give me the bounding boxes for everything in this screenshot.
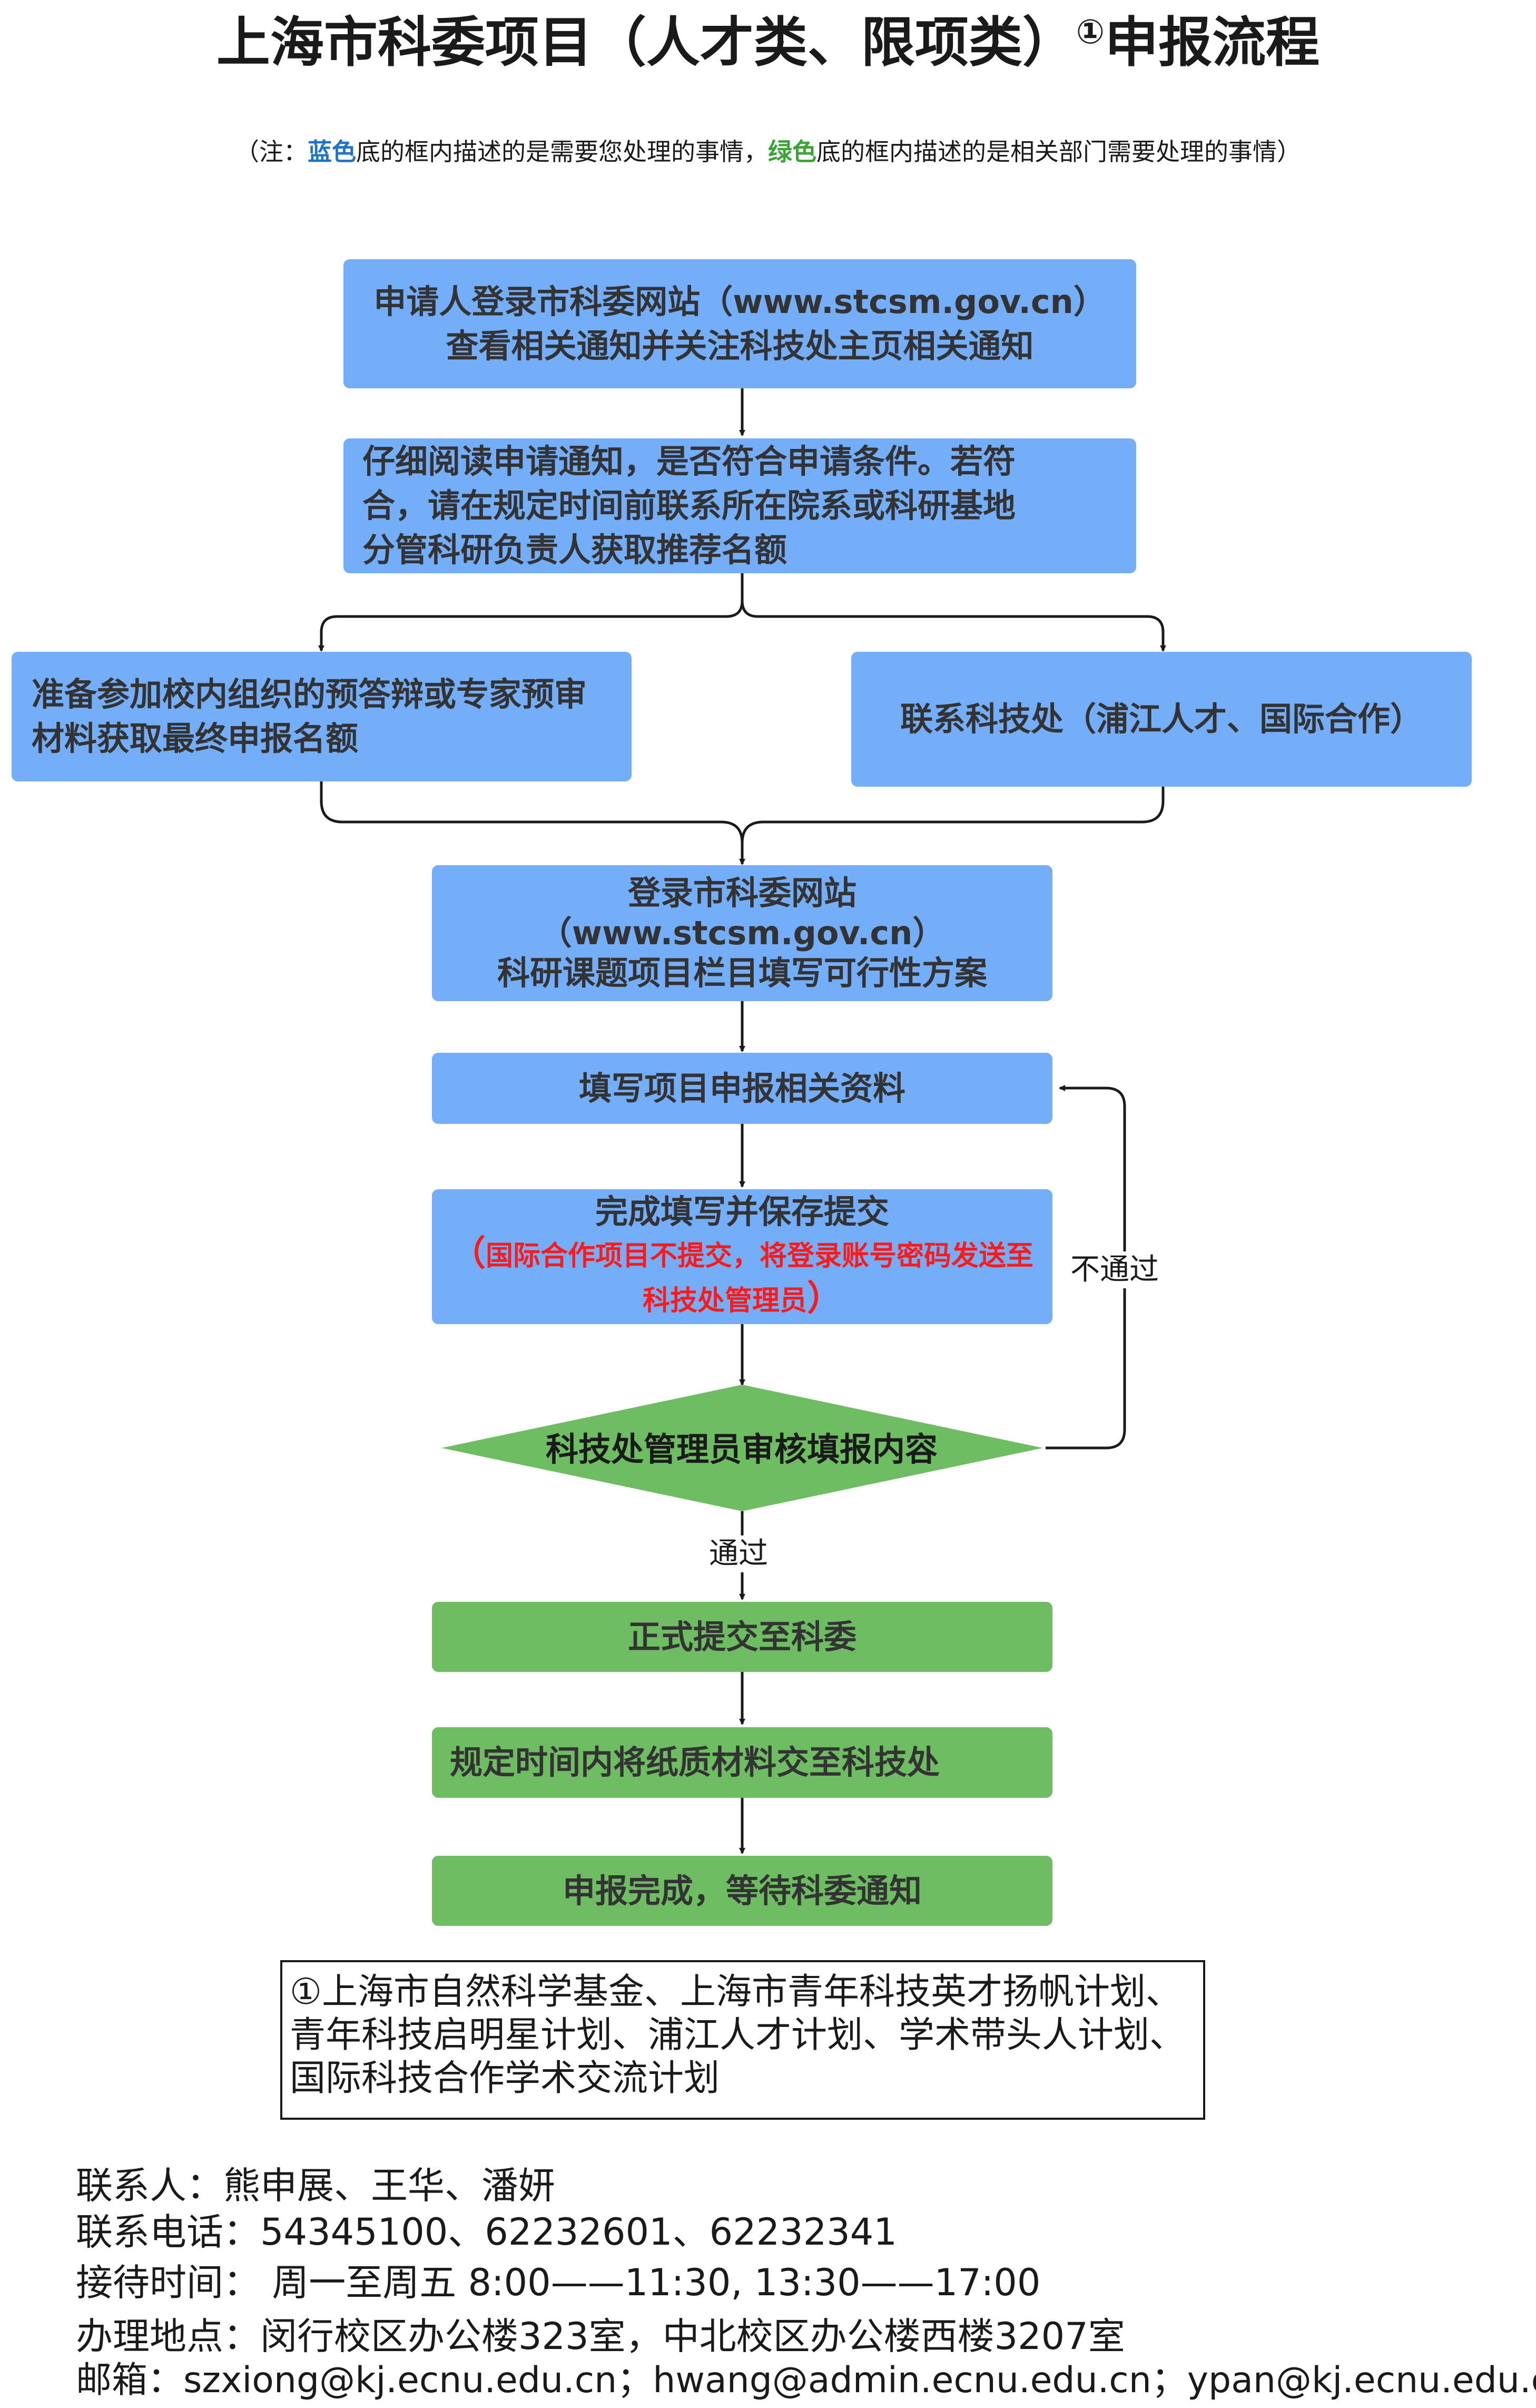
step-read-notice-line1: 仔细阅读申请通知，是否符合申请条件。若符 <box>362 442 1016 481</box>
page-title: 上海市科委项目（人才类、限项类）①申报流程 <box>0 12 1536 75</box>
review-diamond <box>441 1385 1043 1511</box>
contact-location: 办理地点：闵行校区办公楼323室，中北校区办公楼西楼3207室 <box>76 2315 1125 2358</box>
step-prepare-defense: 准备参加校内组织的预答辩或专家预审 材料获取最终申报名额 <box>12 652 632 781</box>
footnote-line2: 青年科技启明星计划、浦江人才计划、学术带头人计划、 <box>290 2014 1186 2056</box>
step-login-notice: 申请人登录市科委网站（www.stcsm.gov.cn） 查看相关通知并关注科技… <box>343 259 1136 388</box>
warning-line2-text: 科技处管理员 <box>642 1285 807 1317</box>
arrow-prepare-to-login-site <box>320 781 745 865</box>
step-read-notice: 仔细阅读申请通知，是否符合申请条件。若符 合，请在规定时间前联系所在院系或科研基… <box>343 438 1136 573</box>
step-login-site-line3: 科研课题项目栏目填写可行性方案 <box>497 954 987 992</box>
footnote-line3: 国际科技合作学术交流计划 <box>290 2058 720 2099</box>
warning-open-paren: （ <box>450 1233 486 1274</box>
step-complete-submit-warning-line2: 科技处管理员） <box>643 1277 842 1322</box>
step-done-label: 申报完成，等待科委通知 <box>562 1871 922 1910</box>
step-login-site-line1: 登录市科委网站 <box>627 874 856 912</box>
step-read-notice-line2: 合，请在规定时间前联系所在院系或科研基地 <box>362 486 1016 525</box>
step-complete-submit: 完成填写并保存提交 （国际合作项目不提交，将登录账号密码发送至 科技处管理员） <box>432 1189 1052 1324</box>
step-login-notice-line2: 查看相关通知并关注科技处主页相关通知 <box>446 326 1034 365</box>
note-open: （注： <box>235 138 308 166</box>
step-contact-office: 联系科技处（浦江人才、国际合作） <box>851 652 1472 787</box>
note-end: 底的框内描述的是相关部门需要处理的事情） <box>816 138 1301 166</box>
step-complete-submit-warning-line1: （国际合作项目不提交，将登录账号密码发送至 <box>451 1232 1033 1277</box>
step-prepare-defense-line2: 材料获取最终申报名额 <box>32 719 359 758</box>
edge-label-pass: 通过 <box>709 1535 768 1572</box>
legend-note: （注：蓝色底的框内描述的是需要您处理的事情，绿色底的框内描述的是相关部门需要处理… <box>0 136 1536 168</box>
footnote-box: ①上海市自然科学基金、上海市青年科技英才扬帆计划、 青年科技启明星计划、浦江人才… <box>280 1960 1205 2120</box>
step-fill-materials-label: 填写项目申报相关资料 <box>578 1069 905 1108</box>
title-suffix: 申报流程 <box>1105 12 1320 74</box>
warning-line1-text: 国际合作项目不提交，将登录账号密码发送至 <box>485 1240 1033 1272</box>
title-main: 上海市科委项目（人才类、限项类） <box>216 12 1076 74</box>
footnote-line1: ①上海市自然科学基金、上海市青年科技英才扬帆计划、 <box>290 1971 1181 2013</box>
step-complete-submit-label: 完成填写并保存提交 <box>595 1192 889 1231</box>
arrow-read-to-prepare <box>318 573 744 652</box>
step-read-notice-line3: 分管科研负责人获取推荐名额 <box>362 531 787 569</box>
step-done: 申报完成，等待科委通知 <box>432 1856 1052 1926</box>
step-formal-submit: 正式提交至科委 <box>432 1602 1052 1672</box>
step-prepare-defense-line1: 准备参加校内组织的预答辩或专家预审 <box>32 675 587 713</box>
step-review-label: 科技处管理员审核填报内容 <box>545 1430 938 1469</box>
step-formal-submit-label: 正式提交至科委 <box>627 1617 856 1656</box>
step-paper-submit: 规定时间内将纸质材料交至科技处 <box>432 1727 1052 1798</box>
edge-label-fail: 不通过 <box>1070 1251 1159 1288</box>
step-login-site-line2: （www.stcsm.gov.cn） <box>539 914 946 952</box>
contact-people: 联系人：熊申展、王华、潘妍 <box>76 2164 555 2207</box>
contact-email: 邮箱：szxiong@kj.ecnu.edu.cn；hwang@admin.ec… <box>76 2360 1536 2401</box>
contact-phone: 联系电话：54345100、62232601、62232341 <box>76 2210 897 2254</box>
step-login-site: 登录市科委网站 （www.stcsm.gov.cn） 科研课题项目栏目填写可行性… <box>432 865 1052 1001</box>
note-middle: 底的框内描述的是需要您处理的事情， <box>356 138 768 166</box>
arrow-read-to-contact <box>741 600 1166 652</box>
warning-close-paren: ） <box>807 1278 842 1318</box>
note-green-word: 绿色 <box>768 138 816 166</box>
contact-hours: 接待时间： 周一至周五 8:00——11:30, 13:30——17:00 <box>76 2261 1041 2304</box>
arrow-contact-to-login-site <box>741 787 1165 844</box>
step-paper-submit-label: 规定时间内将纸质材料交至科技处 <box>450 1743 940 1781</box>
title-footnote-mark: ① <box>1076 13 1105 52</box>
step-login-notice-line1: 申请人登录市科委网站（www.stcsm.gov.cn） <box>373 282 1106 321</box>
step-fill-materials: 填写项目申报相关资料 <box>432 1053 1052 1124</box>
step-contact-office-line1: 联系科技处（浦江人才、国际合作） <box>900 700 1423 738</box>
note-blue-word: 蓝色 <box>308 138 356 166</box>
